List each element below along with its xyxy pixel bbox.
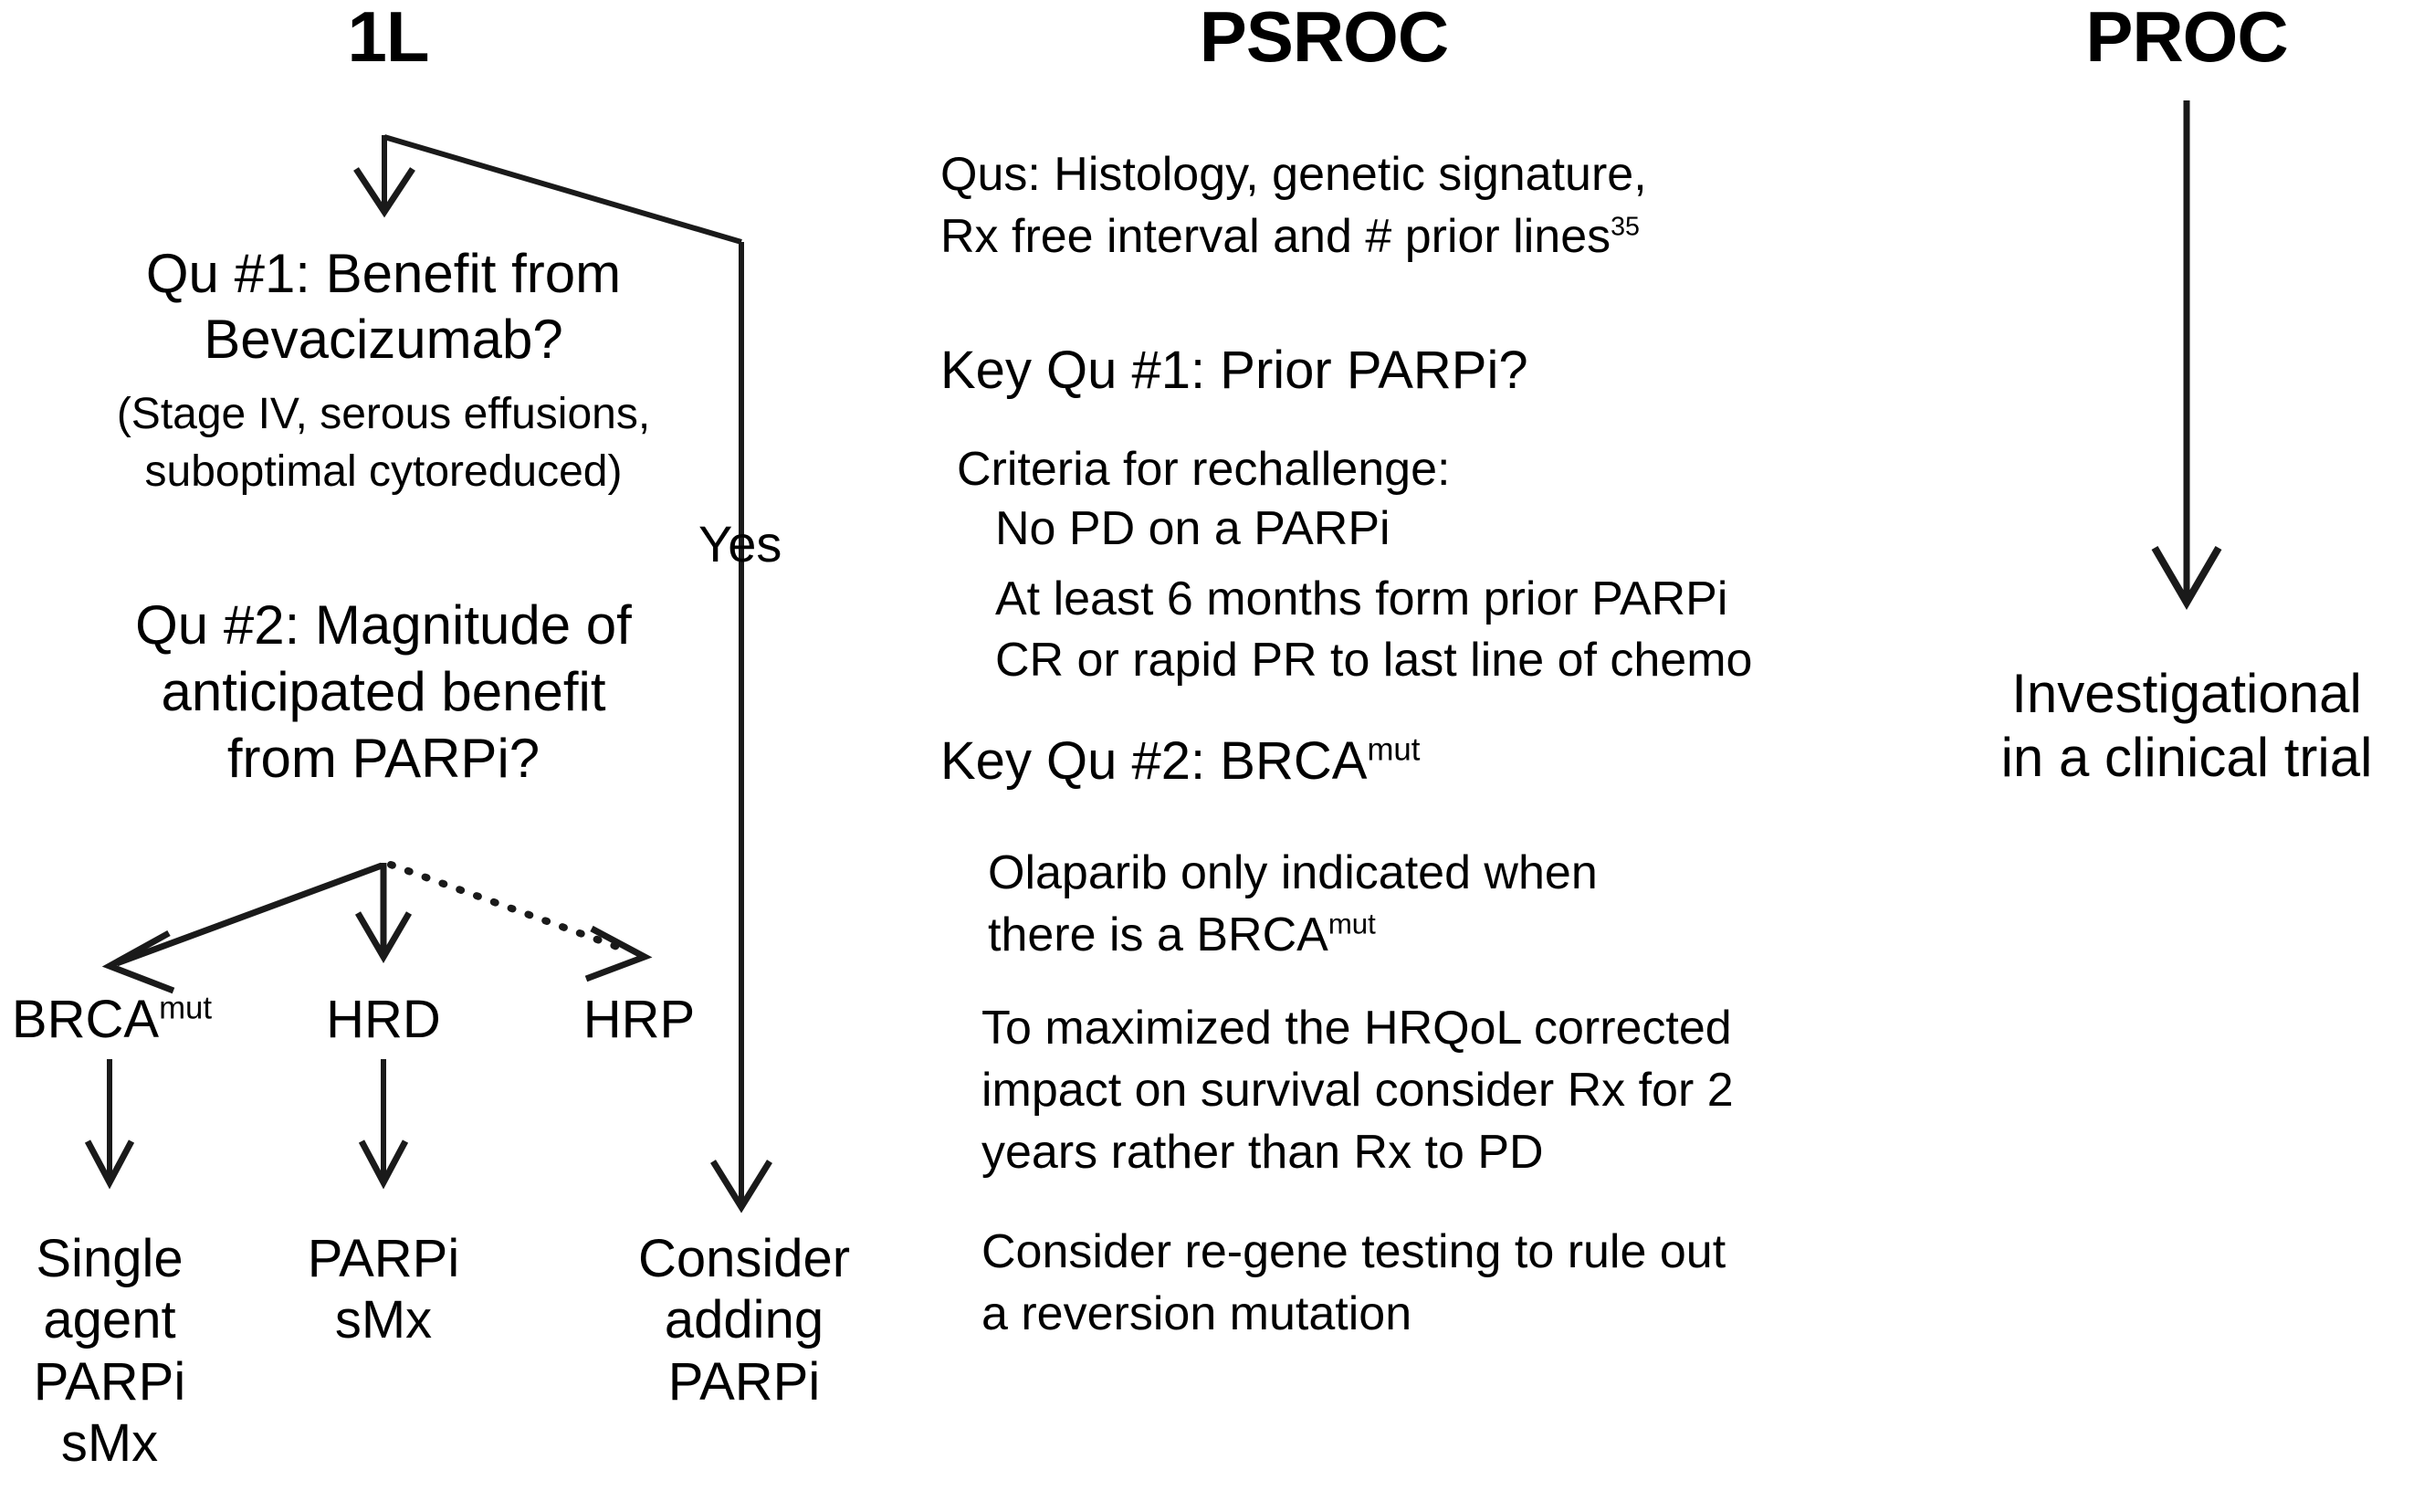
question-1-note-line1: (Stage IV, serous effusions, [116, 390, 651, 438]
outcome-investigational-line2: in a clinical trial [2000, 726, 2373, 788]
outcome-hrd-line1: PARPi [307, 1229, 460, 1288]
psroc-criteria-item-3: CR or rapid PR to last line of chemo [995, 634, 1753, 687]
psroc-regene-line2: a reversion mutation [981, 1287, 1412, 1340]
outcome-consider-line1: Consider [637, 1229, 851, 1288]
branch-label-brca-mut: BRCAmut [0, 991, 224, 1049]
branch-label-hrp-base: HRP [582, 990, 696, 1049]
outcome-consider-adding-parpi: Consider adding PARPi [593, 1228, 895, 1412]
arrowhead-hrd-to-outcome [358, 1139, 409, 1190]
question-1-line2: Bevacizumab? [204, 309, 563, 370]
outcome-hrd: PARPi sMx [274, 1228, 493, 1351]
outcome-brca: Single agent PARPi sMx [0, 1228, 219, 1474]
psroc-key-qu-2-heading-text: Key Qu #2: BRCA [940, 731, 1368, 791]
question-2-line2: anticipated benefit [161, 661, 606, 722]
psroc-olaparib-line1: Olaparib only indicated when [988, 846, 1598, 899]
outcome-brca-line4: sMx [60, 1412, 159, 1473]
arrowhead-to-qu1 [353, 167, 415, 218]
psroc-olaparib-superscript: mut [1327, 908, 1376, 940]
branch-label-brca-superscript: mut [159, 990, 213, 1026]
question-1-line1: Qu #1: Benefit from [145, 243, 622, 304]
arrowhead-brca [101, 929, 175, 994]
psroc-criteria-item-2: At least 6 months form prior PARPi [995, 572, 1728, 625]
psroc-olaparib-line2: there is a BRCAmut [988, 907, 1376, 963]
outcome-consider-line2: adding [664, 1290, 824, 1350]
column-title-proc: PROC [2085, 0, 2288, 77]
psroc-qus-line2: Rx free interval and # prior lines35 [940, 208, 1640, 265]
question-2-line3: from PARPi? [226, 728, 540, 789]
branch-arrow-hrp-line [387, 861, 634, 955]
outcome-brca-line1: Single [36, 1229, 184, 1288]
psroc-qus-line1: Qus: Histology, genetic signature, [940, 148, 1647, 201]
branch-label-hrp: HRP [539, 991, 740, 1049]
outcome-brca-line2: agent [43, 1290, 176, 1350]
psroc-key-qu-1-heading: Key Qu #1: Prior PARPi? [940, 341, 1528, 400]
psroc-qus-reference-number: 35 [1611, 212, 1640, 242]
psroc-olaparib-line2-text: there is a BRCA [988, 908, 1328, 961]
arrowhead-to-consider-adding-parpi [710, 1160, 772, 1213]
column-title-psroc: PSROC [1199, 0, 1449, 77]
psroc-qus-line2-text: Rx free interval and # prior lines [940, 210, 1611, 263]
column-title-1l: 1L [347, 0, 429, 77]
branch-arrow-brca-line [115, 862, 383, 967]
branch-label-brca-base: BRCA [11, 990, 160, 1049]
question-2-line1: Qu #2: Magnitude of [135, 594, 632, 656]
psroc-criteria-item-1: No PD on a PARPi [995, 502, 1390, 555]
arrowhead-hrd [354, 911, 413, 963]
outcome-consider-line3: PARPi [667, 1351, 821, 1412]
branch-line-to-yes [383, 134, 742, 245]
psroc-key-qu-2-superscript: mut [1367, 731, 1421, 768]
outcome-hrd-line2: sMx [334, 1290, 433, 1350]
edge-label-yes: Yes [698, 515, 782, 572]
psroc-criteria-heading: Criteria for rechallenge: [957, 443, 1451, 496]
arrowhead-brca-to-outcome [84, 1139, 135, 1190]
outcome-brca-line3: PARPi [33, 1351, 186, 1412]
branch-label-hrd-base: HRD [326, 990, 441, 1049]
psroc-key-qu-2-heading: Key Qu #2: BRCAmut [940, 730, 1420, 793]
psroc-hrqol-line1: To maximized the HRQoL corrected [981, 1002, 1732, 1055]
question-1-note-line2: suboptimal cytoreduced) [144, 447, 623, 496]
arrowhead-proc [2151, 545, 2222, 610]
arrowhead-hrp [584, 925, 653, 982]
psroc-regene-line1: Consider re-gene testing to rule out [981, 1225, 1726, 1278]
outcome-investigational: Investigational in a clinical trial [1926, 662, 2424, 789]
psroc-hrqol-line3: years rather than Rx to PD [981, 1126, 1544, 1179]
psroc-hrqol-line2: impact on survival consider Rx for 2 [981, 1064, 1734, 1117]
outcome-investigational-line1: Investigational [2011, 663, 2362, 724]
branch-label-hrd: HRD [283, 991, 484, 1049]
